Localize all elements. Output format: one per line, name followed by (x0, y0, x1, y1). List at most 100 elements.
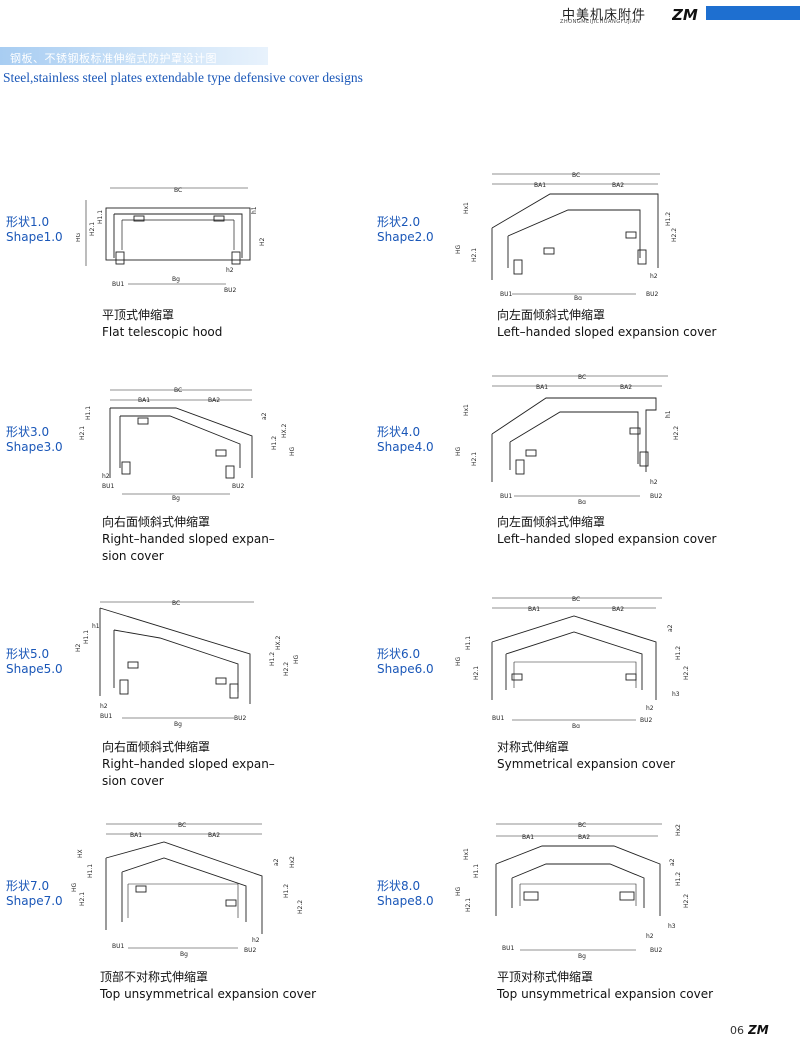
shape-diagram-8: BC BA1 BA2 HG Hx1 H1.1 H2.1 Hx2 a2 H1.2 … (450, 812, 690, 960)
shape-label-2: 形状2.0 Shape2.0 (377, 215, 434, 245)
dim-h11: H1.1 (465, 636, 472, 650)
dim-bg: Bg (172, 276, 180, 283)
dim-bu2: BU2 (224, 287, 237, 294)
dim-ba1: BA1 (522, 834, 534, 841)
dim-a2: a2 (669, 858, 676, 866)
dim-h2: h2 (646, 705, 654, 712)
shape-caption-4: 向左面倾斜式伸缩罩 Left–handed sloped expansion c… (497, 514, 717, 548)
dim-h22: H2.2 (671, 228, 678, 242)
brand-name-en: ZHONGMEIJICHUANGFUJIAN (560, 19, 641, 25)
dim-h11: H1.1 (85, 406, 92, 420)
shape-label-en: Shape4.0 (377, 440, 434, 454)
dim-h2: H2.1 (89, 222, 96, 236)
dim-ba2: BA2 (620, 384, 632, 391)
shape-label-cn: 形状3.0 (6, 425, 50, 439)
dim-hg: HG (76, 232, 82, 242)
dim-bu2: BU2 (244, 947, 257, 954)
dim-hg: HG (455, 656, 462, 666)
dim-hx2: Hx2 (675, 824, 682, 836)
dim-hg: HG (455, 244, 462, 254)
dim-bu2: BU2 (234, 715, 247, 722)
dim-h2: h2 (252, 937, 260, 944)
dim-h2: h2 (226, 267, 234, 274)
dim-bu1: BU1 (500, 493, 513, 500)
dim-h12: H1.2 (665, 212, 672, 226)
dim-hx1: Hx1 (463, 848, 470, 860)
dim-bc: BC (578, 822, 586, 829)
shape-diagram-7: BC BA1 BA2 HG HX H1.1 H2.1 a2 H1.2 Hx2 H… (66, 816, 306, 958)
dim-bg: Bg (174, 721, 182, 728)
shape-label-7: 形状7.0 Shape7.0 (6, 879, 63, 909)
shape-label-6: 形状6.0 Shape6.0 (377, 647, 434, 677)
dim-hx1: Hx1 (463, 202, 470, 214)
dim-bu1: BU1 (100, 713, 113, 720)
dim-h2: h2 (102, 473, 110, 480)
shape-label-8: 形状8.0 Shape8.0 (377, 879, 434, 909)
dim-h21: H2.1 (465, 898, 472, 912)
dim-hx2: HX.2 (281, 423, 288, 438)
zm-logo-icon: ZM (748, 1023, 769, 1036)
caption-cn: 向左面倾斜式伸缩罩 (497, 308, 606, 322)
dim-hg: HG (455, 886, 462, 896)
shape-label-3: 形状3.0 Shape3.0 (6, 425, 63, 455)
caption-en: Left–handed sloped expansion cover (497, 532, 717, 546)
shape-diagram-3: BC BA1 BA2 H2.1 H1.1 a2 H1.2 HX.2 HG h2 … (76, 382, 296, 504)
zm-logo-icon: ZM (672, 6, 698, 23)
dim-hx1: Hx1 (463, 404, 470, 416)
dim-bu1: BU1 (500, 291, 513, 298)
dim-h22: H2.2 (673, 426, 680, 440)
dim-bc: BC (174, 387, 182, 394)
dim-ba1: BA1 (138, 397, 150, 404)
shape-caption-3: 向右面倾斜式伸缩罩 Right–handed sloped expan– sio… (102, 514, 275, 565)
dim-bu2: BU2 (640, 717, 653, 724)
dim-h21: H2.1 (79, 426, 86, 440)
dim-bc: BC (572, 596, 580, 603)
shape-caption-7: 顶部不对称式伸缩罩 Top unsymmetrical expansion co… (100, 969, 316, 1003)
dim-h21: H2.1 (79, 892, 86, 906)
dim-h2: h2 (650, 273, 658, 280)
header-accent-bar (706, 6, 800, 20)
dim-h11: H1.1 (87, 864, 94, 878)
shape-caption-6: 对称式伸缩罩 Symmetrical expansion cover (497, 739, 675, 773)
dim-bg: Bg (578, 953, 586, 960)
dim-h3: h3 (668, 923, 676, 930)
dim-h2: h2 (650, 479, 658, 486)
shape-label-en: Shape8.0 (377, 894, 434, 908)
dim-hg: HG (293, 654, 300, 664)
dim-ba2: BA2 (612, 606, 624, 613)
shape-diagram-5: BC H2 H1.1 h1 H1.2 HX.2 H2.2 HG h2 BU1 B… (70, 592, 300, 728)
caption-cn: 平顶对称式伸缩罩 (497, 970, 594, 984)
dim-bg: Bg (578, 499, 586, 504)
dim-ba2: BA2 (208, 832, 220, 839)
shape-diagram-2: BC BA1 BA2 HG Hx1 H2.1 H1.2 H2.2 h2 BU1 … (450, 168, 680, 300)
dim-h1: h1 (92, 623, 100, 630)
dim-h3: h3 (672, 691, 680, 698)
shape-diagram-6: BC BA1 BA2 HG H1.1 H2.1 a2 H1.2 H2.2 h3 … (450, 592, 690, 728)
dim-ba1: BA1 (130, 832, 142, 839)
shape-label-cn: 形状1.0 (6, 215, 50, 229)
dim-bg: Bg (574, 295, 582, 300)
dim-ba2: BA2 (612, 182, 624, 189)
caption-en: Flat telescopic hood (102, 325, 223, 339)
shape-caption-8: 平顶对称式伸缩罩 Top unsymmetrical expansion cov… (497, 969, 713, 1003)
caption-cn: 向右面倾斜式伸缩罩 (102, 515, 211, 529)
dim-h21: H2.1 (471, 248, 478, 262)
dim-hg: HG (455, 446, 462, 456)
dim-bu1: BU1 (492, 715, 505, 722)
dim-ba1: BA1 (528, 606, 540, 613)
caption-cn: 对称式伸缩罩 (497, 740, 570, 754)
caption-en: Right–handed sloped expan– sion cover (102, 757, 275, 788)
page-number: 06 (730, 1024, 744, 1037)
dim-h1: H1.1 (97, 210, 104, 224)
dim-bu1: BU1 (102, 483, 115, 490)
dim-bu1: BU1 (502, 945, 515, 952)
shape-label-5: 形状5.0 Shape5.0 (6, 647, 63, 677)
shape-label-4: 形状4.0 Shape4.0 (377, 425, 434, 455)
dim-a2: a2 (261, 412, 268, 420)
dim-bu1: BU1 (112, 281, 125, 288)
shape-label-en: Shape1.0 (6, 230, 63, 244)
page-title-cn: 钢板、不锈钢板标准伸缩式防护罩设计图 (10, 52, 217, 65)
caption-en: Right–handed sloped expan– sion cover (102, 532, 275, 563)
dim-h12: H1.2 (675, 646, 682, 660)
dim-bu2: BU2 (646, 291, 659, 298)
